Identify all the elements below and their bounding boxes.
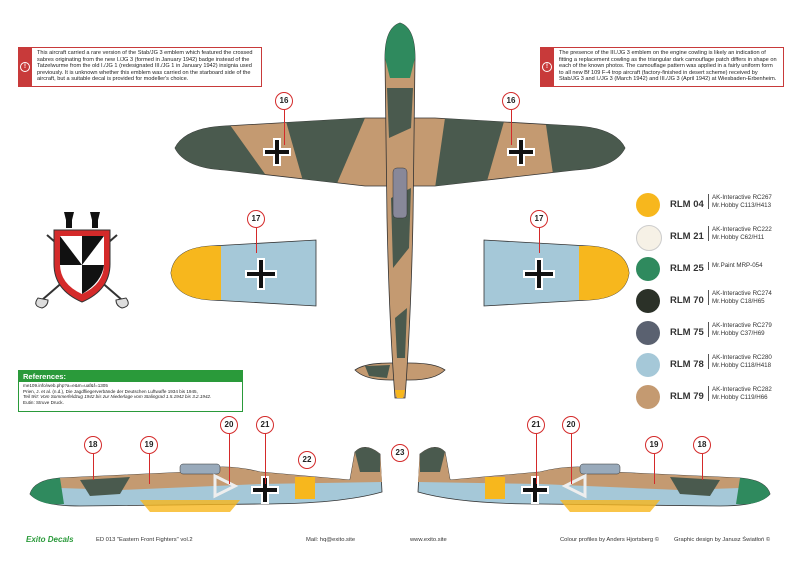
paint-line: Mr.Hobby C113/H413 <box>712 201 772 209</box>
callout-19-port: 19 <box>140 436 158 454</box>
references-title: References: <box>19 371 242 382</box>
paint-line: Mr.Paint MRP-054 <box>712 262 763 269</box>
aircraft-top-view <box>174 22 626 399</box>
colour-swatch <box>636 353 660 377</box>
rlm-code: RLM 21 <box>670 231 704 242</box>
aircraft-starboard-profile <box>417 447 771 512</box>
info-icon: ! <box>18 47 32 87</box>
callout-17-right: 17 <box>530 210 548 228</box>
paint-equivalents: Mr.Paint MRP-054 <box>708 262 763 270</box>
left-wingtip-underside <box>170 239 317 307</box>
callout-19-starboard: 19 <box>645 436 663 454</box>
leader-line <box>539 228 540 253</box>
callout-18-port: 18 <box>84 436 102 454</box>
leader-line <box>571 434 572 484</box>
colour-swatch <box>636 257 660 281</box>
paint-line: AK-Interactive RC274 <box>712 290 772 297</box>
callout-23: 23 <box>391 444 409 462</box>
info-note-text: This aircraft carried a rare version of … <box>37 50 253 83</box>
paint-line: Mr.Hobby C37/H69 <box>712 329 765 337</box>
footer-profiles-credit: Colour profiles by Anders Hjortsberg © <box>560 537 659 543</box>
leader-line <box>229 434 230 484</box>
reference-line: me109.info/web.php?a=e&m=uaf&f=1305 <box>23 383 108 388</box>
reference-line: Eutin: Struve Druck. <box>23 399 64 405</box>
paint-line: Mr.Hobby C118/H418 <box>712 361 772 369</box>
callout-17-left: 17 <box>247 210 265 228</box>
leader-line <box>702 454 703 480</box>
rlm-code: RLM 25 <box>670 263 704 274</box>
rlm-code: RLM 75 <box>670 327 704 338</box>
colour-swatch <box>636 385 660 409</box>
footer-design-credit: Graphic design by Janusz Światłoń © <box>674 537 771 543</box>
info-note-left: ! This aircraft carried a rare version o… <box>18 47 262 87</box>
paint-line: AK-Interactive RC280 <box>712 354 772 361</box>
footer-mail: Mail: hq@exito.site <box>306 537 356 543</box>
callout-21-port: 21 <box>256 416 274 434</box>
brand-logo: Exito Decals <box>26 535 74 544</box>
callout-21-starboard: 21 <box>527 416 545 434</box>
callout-20-starboard: 20 <box>562 416 580 434</box>
callout-18-starboard: 18 <box>693 436 711 454</box>
info-note-right: ! The presence of the III./JG 3 emblem o… <box>540 47 784 87</box>
rlm-code: RLM 79 <box>670 391 704 402</box>
callout-22: 22 <box>298 451 316 469</box>
paint-line: Mr.Hobby C119/H66 <box>712 393 768 401</box>
colour-swatch <box>636 321 660 345</box>
rlm-code: RLM 04 <box>670 199 704 210</box>
callout-16-right: 16 <box>502 92 520 110</box>
paint-line: Mr.Hobby C18/H65 <box>712 297 765 305</box>
aircraft-port-profile <box>29 447 383 512</box>
footer-web: www.exito.site <box>410 537 447 543</box>
references-box: References: me109.info/web.php?a=e&m=uaf… <box>18 370 243 412</box>
right-wingtip-underside <box>483 239 630 307</box>
colour-swatch <box>636 193 660 217</box>
leader-line <box>93 454 94 480</box>
leader-line <box>256 228 257 253</box>
reference-line: Teil 9/II: Vom Sommerfeldzug 1942 bis zu… <box>23 394 212 400</box>
callout-20-port: 20 <box>220 416 238 434</box>
info-note-text: The presence of the III./JG 3 emblem on … <box>559 50 777 83</box>
callout-16-left: 16 <box>275 92 293 110</box>
colour-swatch <box>636 289 660 313</box>
unit-emblem <box>35 212 129 309</box>
paint-line: AK-Interactive RC282 <box>712 386 772 393</box>
footer-code: ED 013 "Eastern Front Fighters" vol.2 <box>96 537 193 543</box>
paint-line: AK-Interactive RC267 <box>712 194 772 201</box>
leader-line <box>536 434 537 484</box>
rlm-code: RLM 78 <box>670 359 704 370</box>
colour-swatch <box>636 225 662 251</box>
reference-line: Prien, J. et al. (n.d.), Die Jagdflieger… <box>23 388 198 394</box>
paint-line: AK-Interactive RC279 <box>712 322 772 329</box>
paint-line: AK-Interactive RC222 <box>712 226 772 233</box>
leader-line <box>284 110 285 145</box>
palette-row: RLM 25 Mr.Paint MRP-054 <box>636 254 796 284</box>
paint-line: Mr.Hobby C62/H11 <box>712 233 765 241</box>
leader-line <box>511 110 512 145</box>
leader-line <box>149 454 150 484</box>
leader-line <box>654 454 655 484</box>
leader-line <box>265 434 266 484</box>
info-icon: ! <box>540 47 554 87</box>
rlm-code: RLM 70 <box>670 295 704 306</box>
